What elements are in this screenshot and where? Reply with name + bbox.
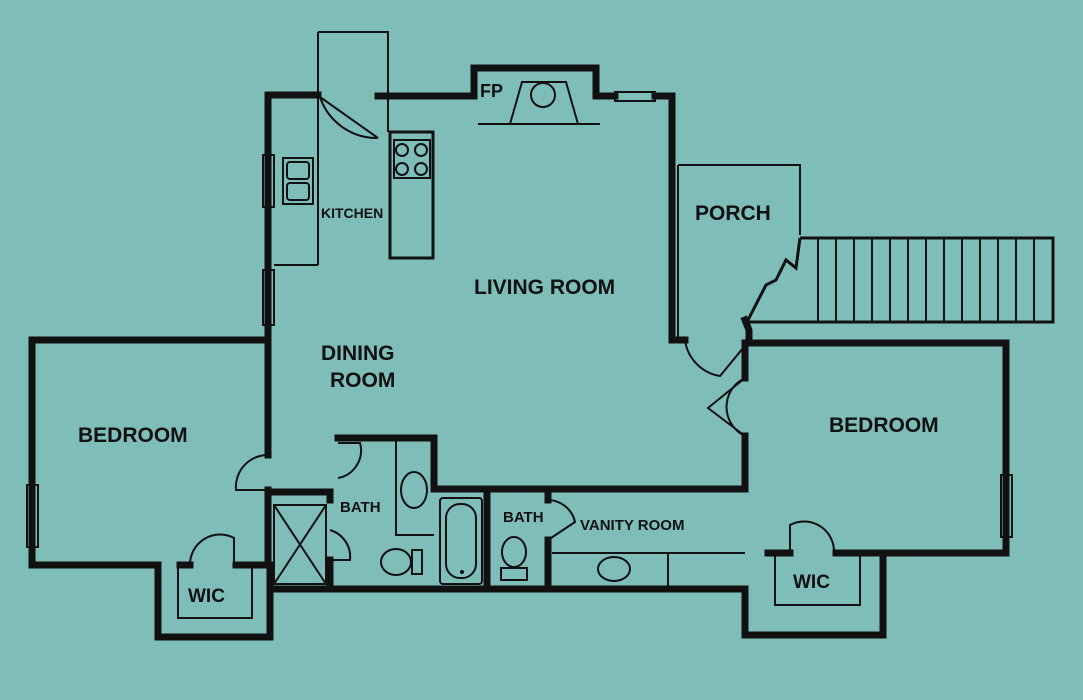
kitchen-sink-bowl-1 xyxy=(286,161,310,180)
dining-window xyxy=(262,269,275,326)
stair-treads xyxy=(817,238,1035,322)
label-wic-left: WIC xyxy=(188,586,225,607)
range-body xyxy=(393,139,431,179)
bathtub-inner xyxy=(445,503,477,579)
label-vanity-room: VANITY ROOM xyxy=(580,517,684,534)
right-bedroom-west-wall-lower xyxy=(432,432,749,493)
north-wall xyxy=(374,64,619,100)
porch-door xyxy=(684,339,749,378)
bath-north-wall xyxy=(334,434,438,493)
fixtures xyxy=(282,82,1035,582)
label-dining-room-1: DINING xyxy=(321,342,395,365)
label-porch: PORCH xyxy=(695,202,771,225)
shower-door xyxy=(329,529,352,561)
kitchen-door xyxy=(319,96,379,140)
north-window xyxy=(614,91,656,102)
right-wic-door xyxy=(789,520,836,554)
left-bedroom-wall xyxy=(28,336,274,641)
label-bath-left: BATH xyxy=(340,499,381,516)
label-fp: FP xyxy=(480,81,503,101)
right-bedroom-door xyxy=(706,377,746,437)
north-wall-east xyxy=(651,92,676,344)
south-wall xyxy=(266,549,887,639)
doors xyxy=(188,96,836,566)
burner-2 xyxy=(414,143,428,157)
label-bedroom-left: BEDROOM xyxy=(78,424,188,447)
vanity-sink xyxy=(597,556,631,582)
left-bedroom-window xyxy=(26,484,39,548)
toilet-left-tank xyxy=(411,549,423,575)
range-counter xyxy=(388,130,435,260)
kitchen-sink-bowl-2 xyxy=(286,182,310,201)
left-wic-door xyxy=(188,533,235,566)
right-bedroom-window xyxy=(1000,474,1013,538)
stair-outline xyxy=(744,236,1055,324)
bath-sink-left xyxy=(400,471,428,509)
label-bath-right: BATH xyxy=(503,509,544,526)
burner-4 xyxy=(414,162,428,176)
left-bedroom-inner-wall-lower xyxy=(232,486,272,569)
burner-1 xyxy=(395,143,409,157)
label-living-room: LIVING ROOM xyxy=(474,276,615,299)
toilet-left xyxy=(380,548,412,576)
burner-3 xyxy=(395,162,409,176)
bath-right-door xyxy=(547,499,577,541)
toilet-right xyxy=(501,536,527,568)
tub-drain xyxy=(460,570,464,574)
label-kitchen: KITCHEN xyxy=(321,205,383,221)
left-bedroom-door xyxy=(234,453,269,491)
label-wic-right: WIC xyxy=(793,572,830,593)
bathtub xyxy=(439,497,483,585)
toilet-right-tank xyxy=(500,567,528,581)
fireplace-circle xyxy=(530,82,556,108)
porch-outline xyxy=(678,164,801,235)
fp-hearth xyxy=(509,81,579,125)
left-wic-inner xyxy=(177,565,253,619)
kitchen-window xyxy=(262,154,275,208)
label-bedroom-right: BEDROOM xyxy=(829,414,939,437)
right-wic-inner xyxy=(774,553,861,606)
vanity-column xyxy=(395,438,434,536)
label-dining-room-2: ROOM xyxy=(330,369,395,392)
right-bedroom-wall xyxy=(741,339,1010,557)
room-labels: FP KITCHEN PORCH LIVING ROOM DINING ROOM… xyxy=(78,81,939,607)
partitions xyxy=(26,31,1055,619)
bath-left-door xyxy=(337,442,362,479)
shower-x2 xyxy=(273,504,327,585)
kitchen-column xyxy=(318,31,389,132)
